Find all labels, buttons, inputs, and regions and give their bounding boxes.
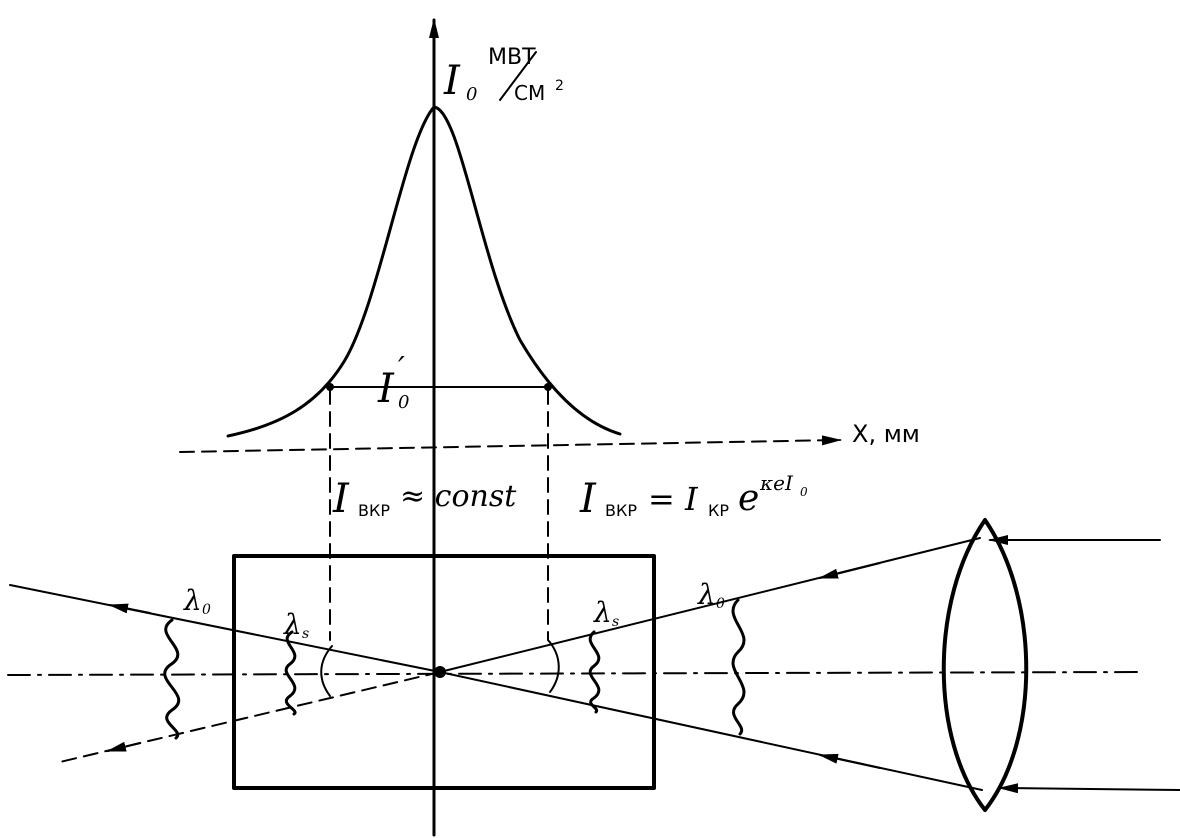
unit-denominator: СМ <box>514 81 545 105</box>
wave-lambdas-right <box>588 630 601 714</box>
left-formula-sub: ВКР <box>358 501 390 520</box>
wave-lambda0-right <box>731 598 746 736</box>
left-formula-rest: ≈ const <box>400 479 517 514</box>
unit-numerator: МВТ <box>488 45 536 70</box>
converging-ray-top <box>439 537 981 673</box>
wave-lambda0-left <box>163 618 181 740</box>
lambdas-right-label: λ <box>593 596 612 629</box>
right-formula-sub2: КР <box>708 501 729 520</box>
right-formula-exponent: κeI <box>759 471 794 495</box>
threshold-label-sub: 0 <box>398 392 409 413</box>
incoming-ray-bottom <box>998 783 1180 794</box>
intensity-axis-label: I <box>443 58 461 104</box>
intensity-axis-label-sub: 0 <box>466 84 477 105</box>
lambda0-right-label: λ <box>697 578 716 611</box>
diverging-ray-bottom <box>59 671 441 763</box>
intensity-profile-curve <box>226 105 622 438</box>
right-formula-symbol: I <box>579 476 597 522</box>
right-formula-eq: = I <box>648 480 699 518</box>
threshold-point-right <box>544 383 552 391</box>
diverging-ray-top <box>9 584 441 673</box>
converging-ray-bottom <box>439 671 983 791</box>
unit-exponent: 2 <box>555 78 564 94</box>
threshold-label-prime: ′ <box>398 351 405 386</box>
right-formula-e: e <box>738 478 759 519</box>
lambdas-left-label: λ <box>283 608 302 641</box>
medium-cell <box>232 554 656 790</box>
diverging-ray-top-arrow <box>108 603 151 614</box>
wave-arc-right <box>547 639 560 693</box>
x-axis <box>179 435 842 453</box>
threshold-point-left <box>326 383 334 391</box>
lambdas-left-label-sub: s <box>302 626 309 642</box>
right-formula-exponent-sub: 0 <box>800 485 808 499</box>
lambda0-left-label-sub: 0 <box>202 602 211 618</box>
x-axis-label: Х, мм <box>852 420 920 448</box>
wave-lambdas-left <box>284 630 297 716</box>
lambda0-left-label: λ <box>183 584 202 617</box>
converging-ray-bottom-arrow <box>818 753 881 769</box>
wave-arc-left <box>320 645 333 697</box>
focusing-lens <box>941 518 1029 812</box>
right-formula-sub: ВКР <box>605 501 637 520</box>
lambdas-right-label-sub: s <box>612 614 619 630</box>
converging-ray-top-arrow <box>818 562 881 579</box>
unit-fraction-bar <box>499 51 537 101</box>
diverging-ray-bottom-arrow <box>106 741 141 752</box>
left-formula-symbol: I <box>332 476 350 522</box>
lambda0-right-label-sub: 0 <box>716 596 725 612</box>
threshold-label: I <box>377 366 395 412</box>
optical-axis <box>7 671 1141 676</box>
